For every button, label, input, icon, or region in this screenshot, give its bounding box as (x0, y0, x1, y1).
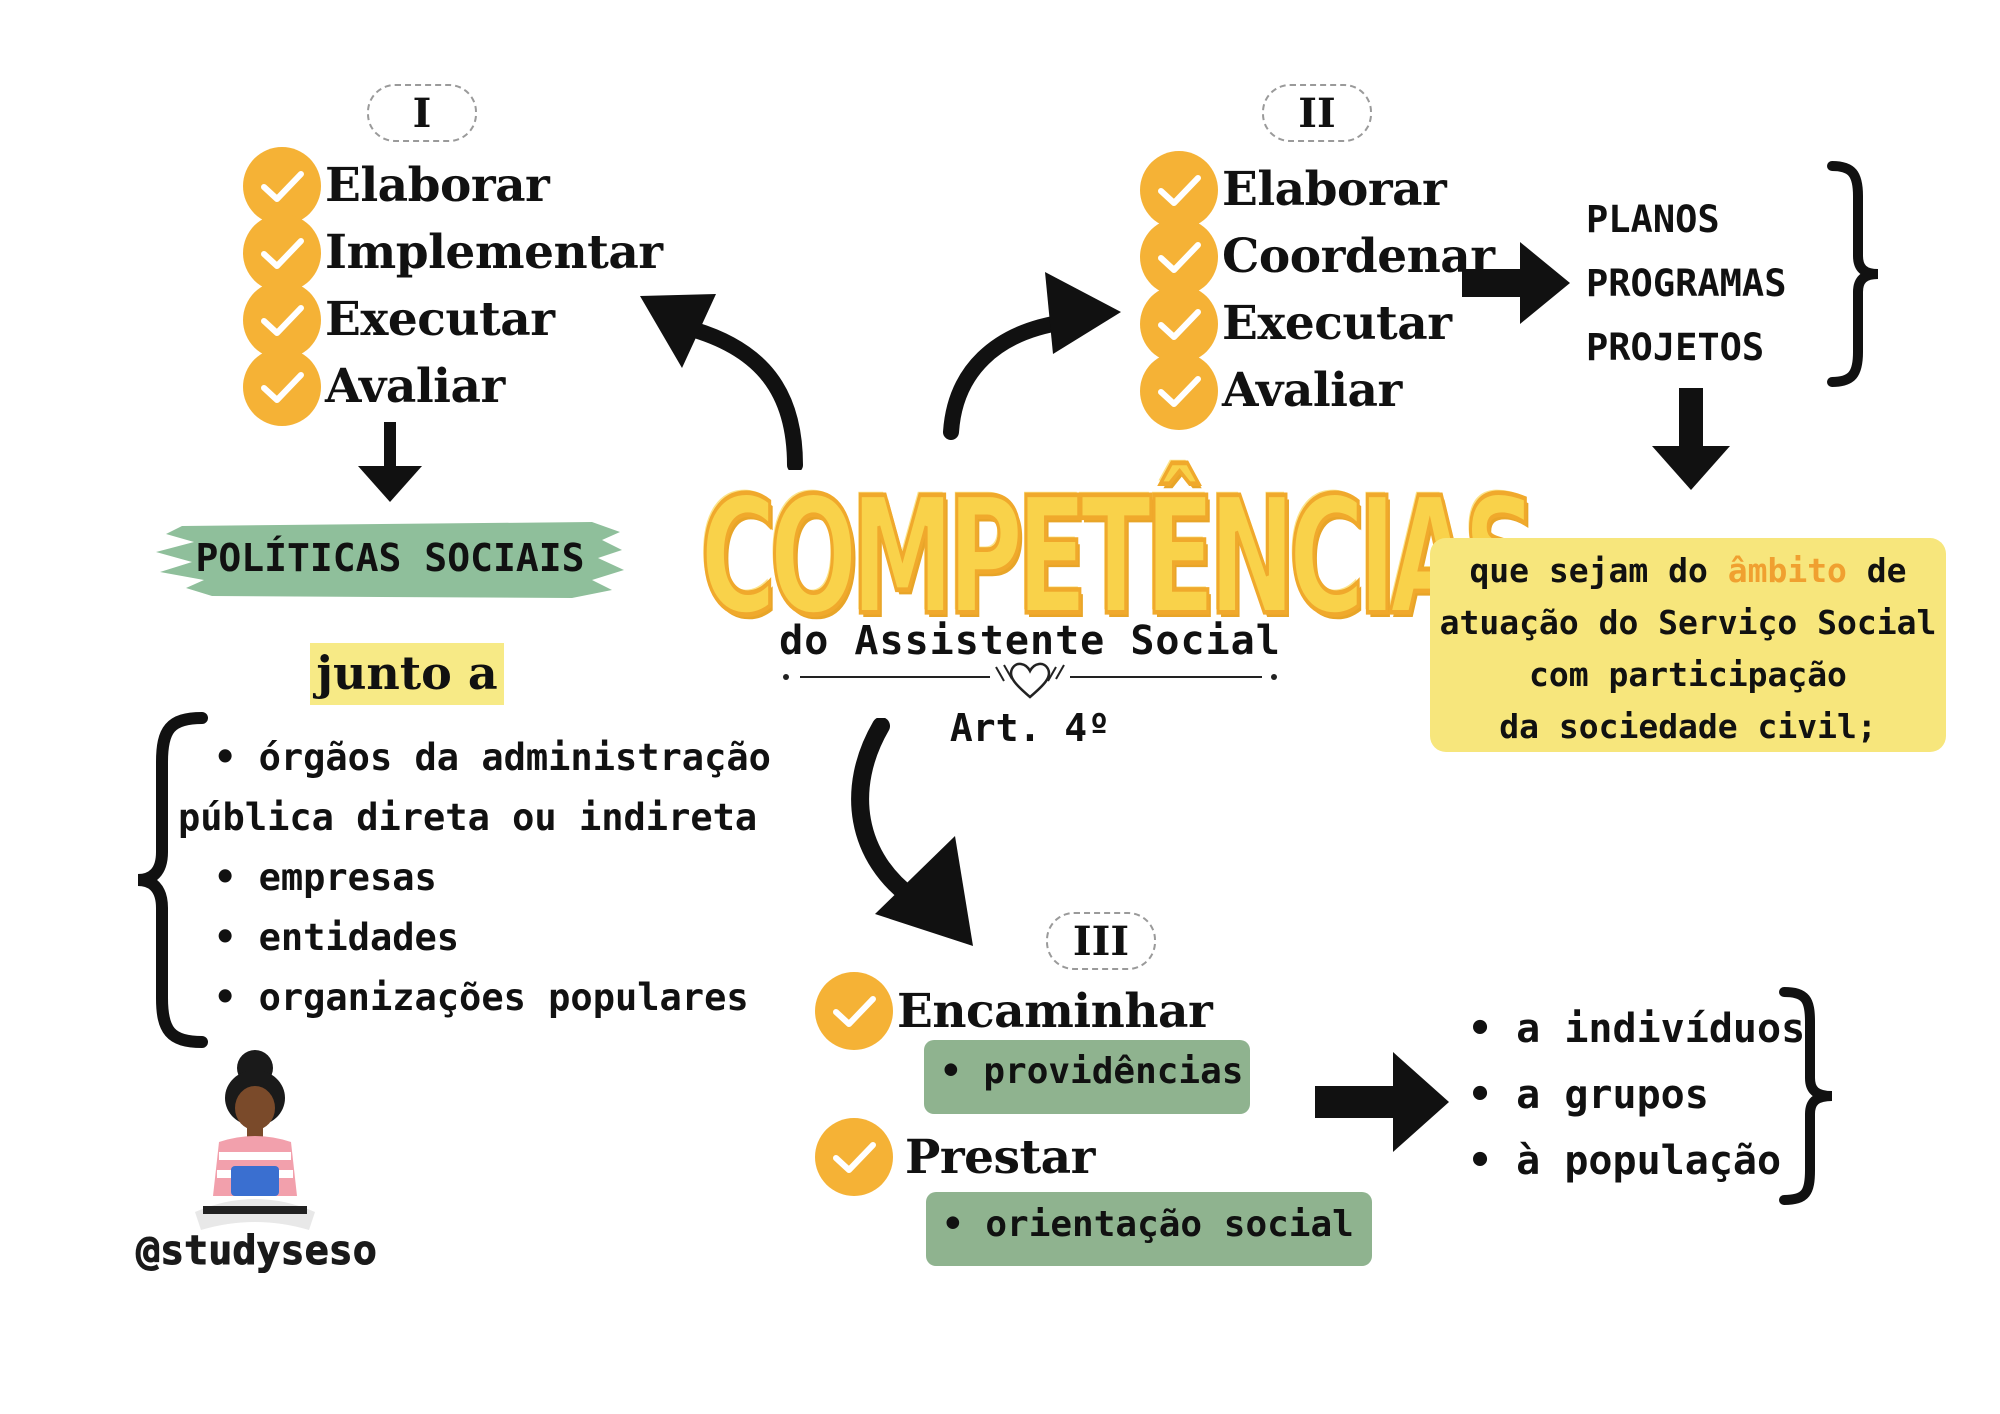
avatar-illustration (195, 1050, 315, 1230)
bullet: • (214, 736, 259, 779)
list-item: • à população (1468, 1138, 1782, 1184)
scope-note-line: atuação do Serviço Social (1439, 603, 1937, 642)
verb-label: Executar (1222, 296, 1452, 351)
scope-note-line: da sociedade civil; (1499, 707, 1877, 746)
heart-icon (1009, 662, 1051, 699)
list-item: Executar (243, 280, 663, 359)
check-icon (243, 213, 321, 292)
check-icon (1140, 150, 1218, 229)
junto-list: • órgãos da administração pública direta… (178, 728, 771, 1028)
list-item: • órgãos da administração (214, 736, 771, 779)
list-item: • empresas (214, 856, 437, 899)
check-icon (815, 972, 893, 1050)
section-iii-item-1: Encaminhar (815, 972, 1213, 1050)
check-icon (1140, 351, 1218, 430)
bullet: • (940, 1051, 984, 1092)
check-icon (815, 1118, 893, 1196)
numeral-ii-badge: II (1262, 84, 1372, 142)
scope-note: que sejam do âmbito de atuação do Serviç… (1430, 545, 1946, 753)
scope-note-line: com participação (1529, 655, 1847, 694)
verb-label: Coordenar (1222, 229, 1495, 284)
recipients-list: • a indivíduos • a grupos • à população (1468, 996, 1805, 1194)
policies-label: POLÍTICAS SOCIAIS (195, 536, 585, 580)
list-item: PROGRAMAS (1586, 262, 1787, 305)
check-icon (243, 280, 321, 359)
verb-label: Implementar (325, 225, 663, 280)
curved-arrow-to-section-iii-icon (851, 718, 973, 946)
highlight-word: âmbito (1727, 551, 1847, 590)
numeral-iii-badge: III (1046, 912, 1156, 970)
verb-label: Avaliar (325, 359, 505, 414)
verb-label: Elaborar (1222, 162, 1447, 217)
arrow-right-icon (1315, 1052, 1449, 1152)
list-item: Avaliar (1140, 351, 1495, 430)
list-item: Coordenar (1140, 217, 1495, 296)
bullet: • (214, 916, 259, 959)
list-item: • organizações populares (214, 976, 749, 1019)
list-item: Elaborar (1140, 150, 1495, 229)
section-i-verbs: Elaborar Implementar Executar Avaliar (243, 146, 663, 426)
list-item: pública direta ou indireta (178, 796, 758, 839)
subtitle: do Assistente Social (779, 618, 1281, 664)
bullet: • (942, 1204, 986, 1245)
numeral-i-badge: I (367, 84, 477, 142)
verb-label: Prestar (905, 1129, 1095, 1185)
curved-arrow-to-section-i-icon (640, 294, 803, 470)
article-label: Art. 4º (949, 706, 1111, 750)
bullet: • (1468, 1006, 1517, 1052)
targets-list: PLANOS PROGRAMAS PROJETOS (1586, 188, 1786, 380)
check-icon (1140, 217, 1218, 296)
section-ii-verbs: Elaborar Coordenar Executar Avaliar (1140, 150, 1495, 430)
arrow-right-icon (1462, 242, 1570, 324)
verb-label: Encaminhar (897, 983, 1213, 1039)
check-icon (243, 146, 321, 225)
bullet: • (214, 976, 259, 1019)
verb-label: Executar (325, 292, 555, 347)
bullet: • (1468, 1072, 1517, 1118)
arrow-down-icon (1652, 388, 1730, 490)
bullet: • (1468, 1138, 1517, 1184)
brush-stroke-background (156, 522, 624, 598)
scope-note-line: que sejam do âmbito de (1469, 551, 1907, 590)
check-icon (243, 347, 321, 426)
section-iii-item-2: Prestar (815, 1118, 1095, 1196)
subtitle-divider (783, 662, 1277, 699)
right-curly-brace-icon (1779, 987, 1833, 1205)
list-item: Executar (1140, 284, 1495, 363)
list-item: • a indivíduos (1468, 1006, 1806, 1052)
verb-label: Avaliar (1222, 363, 1402, 418)
arrow-down-icon (358, 422, 422, 502)
verb-label: Elaborar (325, 158, 550, 213)
scope-note-box (1430, 538, 1946, 752)
right-curly-brace-icon (1827, 161, 1879, 387)
bullet: • (214, 856, 259, 899)
providencias-box (924, 1040, 1250, 1114)
providencias-label: • providências (940, 1051, 1244, 1092)
junto-label-highlight (310, 643, 504, 705)
credit-handle: @studyseso (136, 1228, 378, 1275)
list-item: Implementar (243, 213, 663, 292)
list-item: • entidades (214, 916, 460, 959)
list-item: PROJETOS (1586, 326, 1765, 369)
main-title: COMPETÊNCIAS (699, 460, 1540, 654)
orientacao-box (926, 1192, 1372, 1266)
list-item: • a grupos (1468, 1072, 1709, 1118)
check-icon (1140, 284, 1218, 363)
list-item: PLANOS (1586, 198, 1720, 241)
list-item: Avaliar (243, 347, 663, 426)
list-item: Elaborar (243, 146, 663, 225)
orientacao-label: • orientação social (942, 1204, 1354, 1245)
left-curly-brace-icon (137, 712, 208, 1048)
junto-label: junto a (316, 646, 498, 700)
curved-arrow-to-section-ii-icon (943, 272, 1121, 440)
